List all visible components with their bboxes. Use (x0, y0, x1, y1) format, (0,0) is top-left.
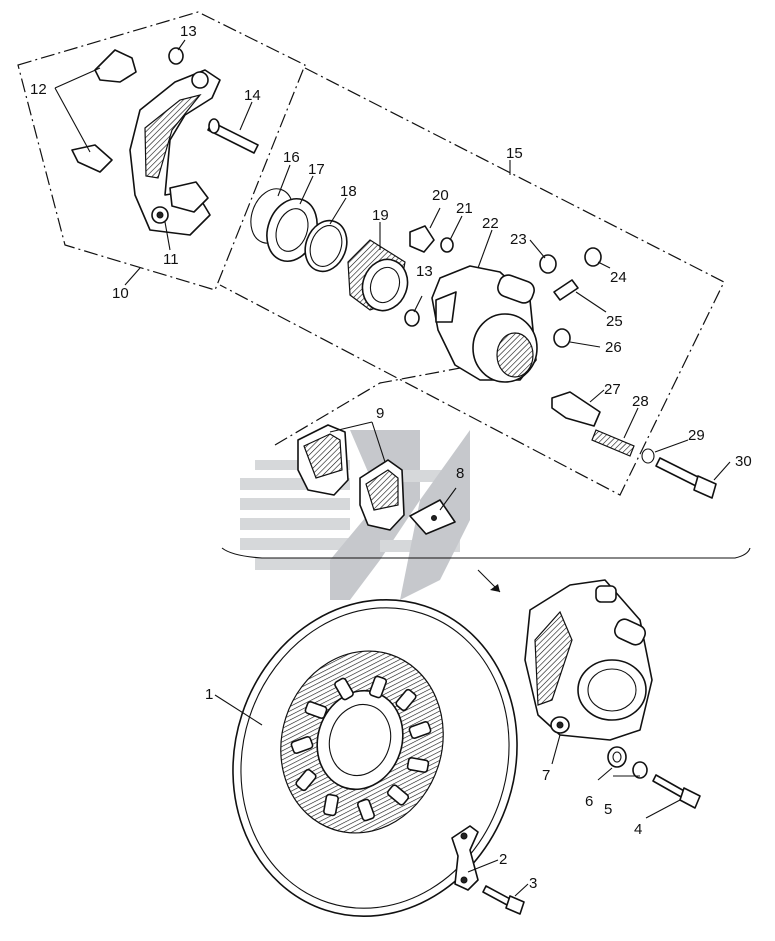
cap-24 (584, 247, 602, 267)
assembled-caliper (524, 579, 653, 741)
callout-1: 1 (205, 686, 213, 703)
callout-9: 9 (376, 405, 384, 422)
cap-21 (440, 237, 454, 253)
brake-pad-inner (359, 459, 405, 531)
callout-10: 10 (112, 285, 129, 302)
seal-18 (304, 219, 348, 273)
callout-3: 3 (529, 875, 537, 892)
callout-14: 14 (244, 87, 261, 104)
nut-13-top (168, 47, 184, 65)
callout-13-mid: 13 (416, 263, 433, 280)
nut-13-mid (404, 309, 420, 327)
callout-27: 27 (604, 381, 621, 398)
guide-pin-14 (207, 118, 259, 154)
callout-16: 16 (283, 149, 300, 166)
callout-7: 7 (542, 767, 550, 784)
disc-vent-holes (290, 675, 432, 822)
bolt-30 (655, 457, 717, 499)
callout-21: 21 (456, 200, 473, 217)
boot-20 (409, 225, 435, 253)
caliper-bracket (129, 69, 221, 236)
callout-13-top: 13 (180, 23, 197, 40)
callout-22: 22 (482, 215, 499, 232)
callout-30: 30 (735, 453, 752, 470)
callout-11: 11 (163, 251, 179, 268)
callout-26: 26 (605, 339, 622, 356)
disc-bracket (451, 825, 479, 891)
washer-6 (607, 746, 627, 768)
brake-pad-outer (297, 424, 349, 496)
cap-23 (539, 254, 557, 274)
callout-23: 23 (510, 231, 527, 248)
sleeve-28 (591, 429, 635, 457)
pad-spring-12 (71, 49, 137, 173)
callout-20: 20 (432, 187, 449, 204)
caliper-housing (431, 265, 538, 383)
callout-25: 25 (606, 313, 623, 330)
brake-disc (232, 599, 518, 917)
shim-8 (409, 499, 456, 535)
callout-labels: 1 2 3 4 5 6 7 8 9 10 11 12 13 14 15 16 1… (30, 23, 752, 892)
washer-5 (632, 761, 648, 779)
callout-17: 17 (308, 161, 325, 178)
leader-lines (54, 39, 731, 897)
callout-2: 2 (499, 851, 507, 868)
callout-19: 19 (372, 207, 389, 224)
callout-15: 15 (506, 145, 523, 162)
callout-6: 6 (585, 793, 593, 810)
callout-5: 5 (604, 801, 612, 818)
callout-12: 12 (30, 81, 47, 98)
boot-27 (551, 391, 601, 427)
o-ring-29 (641, 448, 655, 464)
cap-26 (553, 328, 571, 348)
callout-8: 8 (456, 465, 464, 482)
callout-4: 4 (634, 821, 642, 838)
callout-28: 28 (632, 393, 649, 410)
bleed-valve-25 (553, 279, 579, 301)
bolt-3 (482, 885, 525, 915)
callout-24: 24 (610, 269, 627, 286)
bolt-4 (652, 774, 701, 809)
callout-18: 18 (340, 183, 357, 200)
piston-19 (347, 239, 409, 312)
callout-29: 29 (688, 427, 705, 444)
